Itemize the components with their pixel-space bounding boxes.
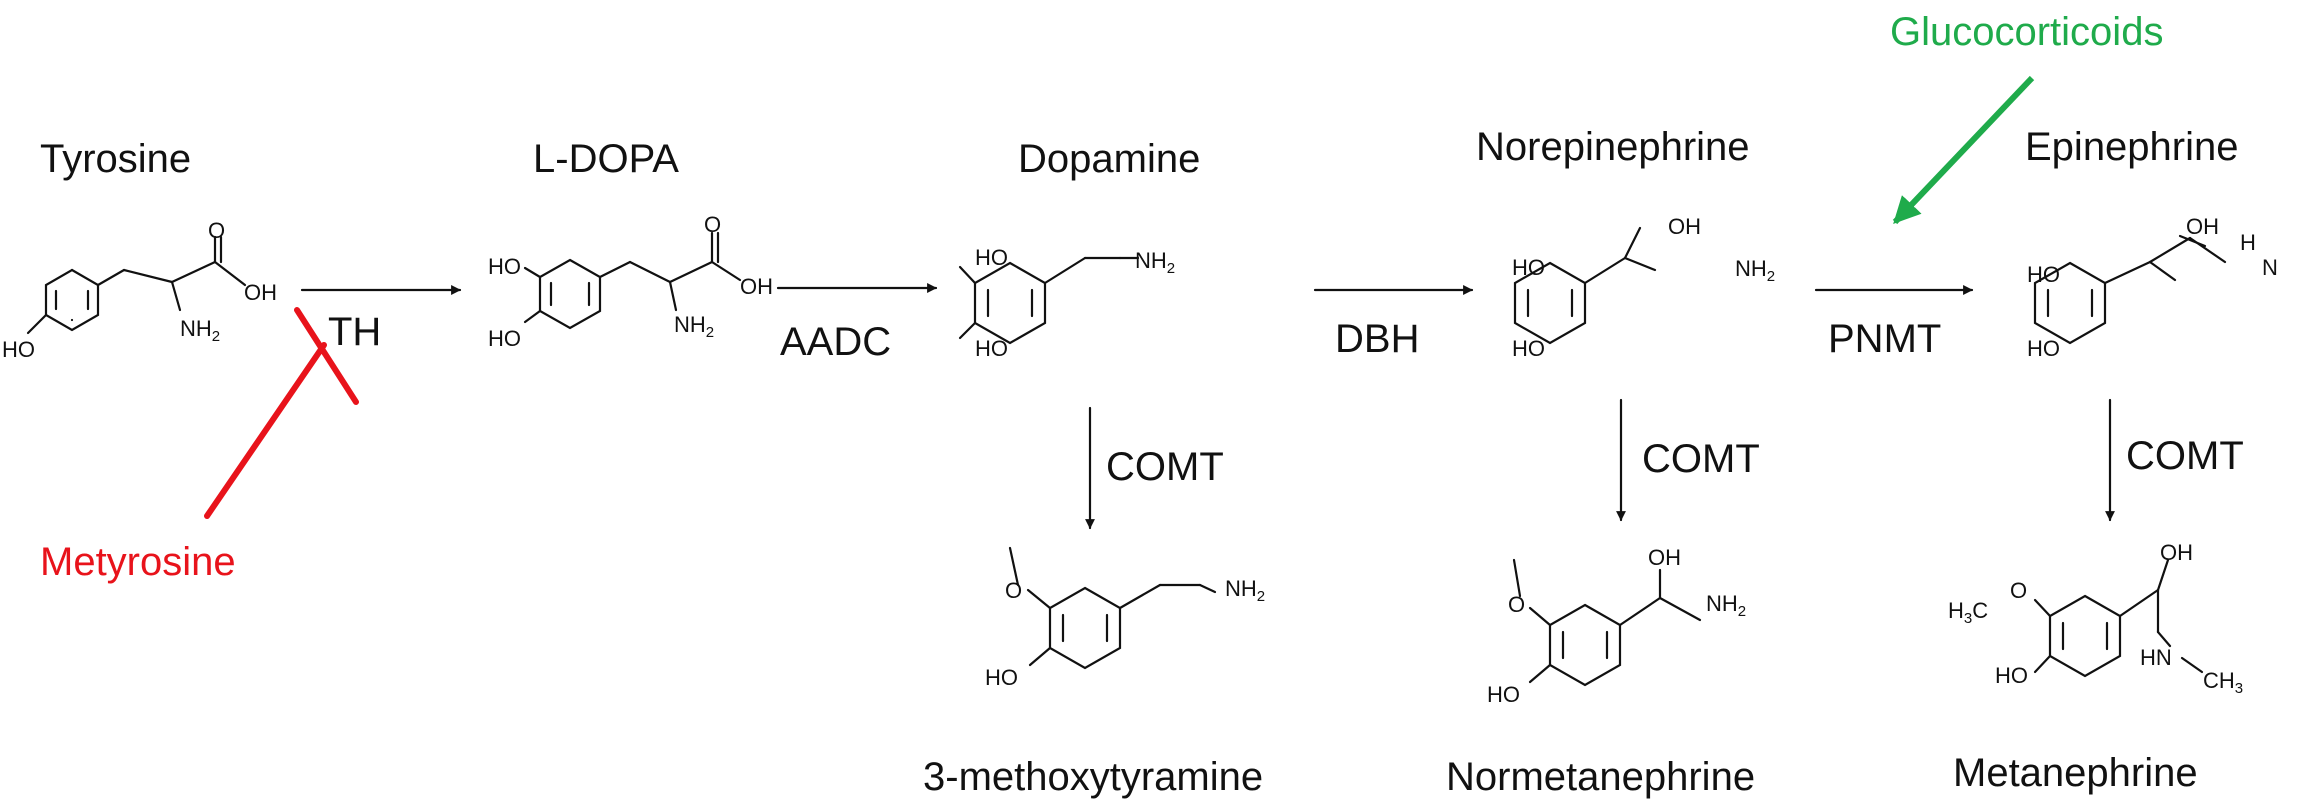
structure-3-methoxytyramine: O HO NH2	[985, 546, 1265, 690]
structure-epinephrine: HO HO OH H N	[2027, 214, 2278, 361]
atom-epinephrine-oh: OH	[2186, 214, 2219, 239]
inhibition-bar	[294, 307, 359, 405]
atom-mn-ch3: CH3	[2203, 668, 2243, 697]
atom-epinephrine-ho2: HO	[2027, 336, 2060, 361]
atom-ldopa-o: O	[704, 212, 721, 237]
label-dopamine: Dopamine	[1018, 137, 1200, 181]
label-norepinephrine: Norepinephrine	[1476, 125, 1750, 169]
label-glucocorticoids: Glucocorticoids	[1890, 10, 2163, 54]
enzyme-th: TH	[328, 310, 381, 354]
structure-normetanephrine: O HO OH NH2	[1487, 545, 1746, 707]
atom-tyrosine-nh2: NH2	[180, 316, 220, 345]
atom-3mt-o: O	[1005, 578, 1022, 603]
atom-mn-o: O	[2010, 578, 2027, 603]
label-normetanephrine: Normetanephrine	[1446, 755, 1755, 799]
atom-mn-ho: HO	[1995, 663, 2028, 688]
atom-tyrosine-oh: OH	[244, 280, 277, 305]
enzyme-comt-dopamine: COMT	[1106, 445, 1224, 489]
atom-tyrosine-o: O	[208, 218, 225, 243]
enzyme-dbh: DBH	[1335, 317, 1419, 361]
induction-arrow	[1892, 75, 2035, 225]
atom-nmn-o: O	[1508, 592, 1525, 617]
label-ldopa: L-DOPA	[533, 137, 679, 181]
atom-epinephrine-n: N	[2262, 255, 2278, 280]
atom-norepinephrine-nh2: NH2	[1735, 256, 1775, 285]
enzyme-comt-norepinephrine: COMT	[1642, 437, 1760, 481]
atom-ldopa-ho1: HO	[488, 254, 521, 279]
atom-ldopa-nh2: NH2	[674, 312, 714, 341]
enzyme-aadc: AADC	[780, 320, 891, 364]
structure-dopamine: HO HO NH2	[958, 245, 1175, 361]
atom-epinephrine-ho1: HO	[2027, 262, 2060, 287]
label-3-methoxytyramine: 3-methoxytyramine	[923, 755, 1263, 799]
structure-tyrosine: HO O OH NH2	[2, 218, 277, 362]
atom-ldopa-oh: OH	[740, 274, 773, 299]
atom-norepinephrine-oh: OH	[1668, 214, 1701, 239]
atom-3mt-ho: HO	[985, 665, 1018, 690]
label-epinephrine: Epinephrine	[2025, 125, 2239, 169]
atom-ldopa-ho2: HO	[488, 326, 521, 351]
atom-norepinephrine-ho2: HO	[1512, 336, 1545, 361]
atom-mn-h3c: H3C	[1948, 598, 1988, 627]
label-tyrosine: Tyrosine	[40, 137, 191, 181]
label-metyrosine: Metyrosine	[40, 540, 236, 584]
atom-dopamine-ho2: HO	[975, 336, 1008, 361]
atom-norepinephrine-ho1: HO	[1512, 255, 1545, 280]
structure-metanephrine: O H3C HO OH HN CH3	[1948, 540, 2243, 697]
label-metanephrine: Metanephrine	[1953, 751, 2198, 795]
structure-ldopa: HO HO O OH NH2	[488, 212, 773, 351]
atom-3mt-nh2: NH2	[1225, 576, 1265, 605]
atom-nmn-oh: OH	[1648, 545, 1681, 570]
enzyme-comt-epinephrine: COMT	[2126, 434, 2244, 478]
structure-norepinephrine: HO HO OH NH2	[1512, 214, 1775, 361]
atom-dopamine-ho1: HO	[975, 245, 1008, 270]
atom-mn-oh: OH	[2160, 540, 2193, 565]
atom-mn-hn: HN	[2140, 645, 2172, 670]
atom-nmn-nh2: NH2	[1706, 591, 1746, 620]
inhibition-line	[204, 342, 327, 519]
atom-dopamine-nh2: NH2	[1135, 248, 1175, 277]
enzyme-pnmt: PNMT	[1828, 317, 1941, 361]
atom-nmn-ho: HO	[1487, 682, 1520, 707]
atom-tyrosine-ho: HO	[2, 337, 35, 362]
atom-epinephrine-h: H	[2240, 230, 2256, 255]
